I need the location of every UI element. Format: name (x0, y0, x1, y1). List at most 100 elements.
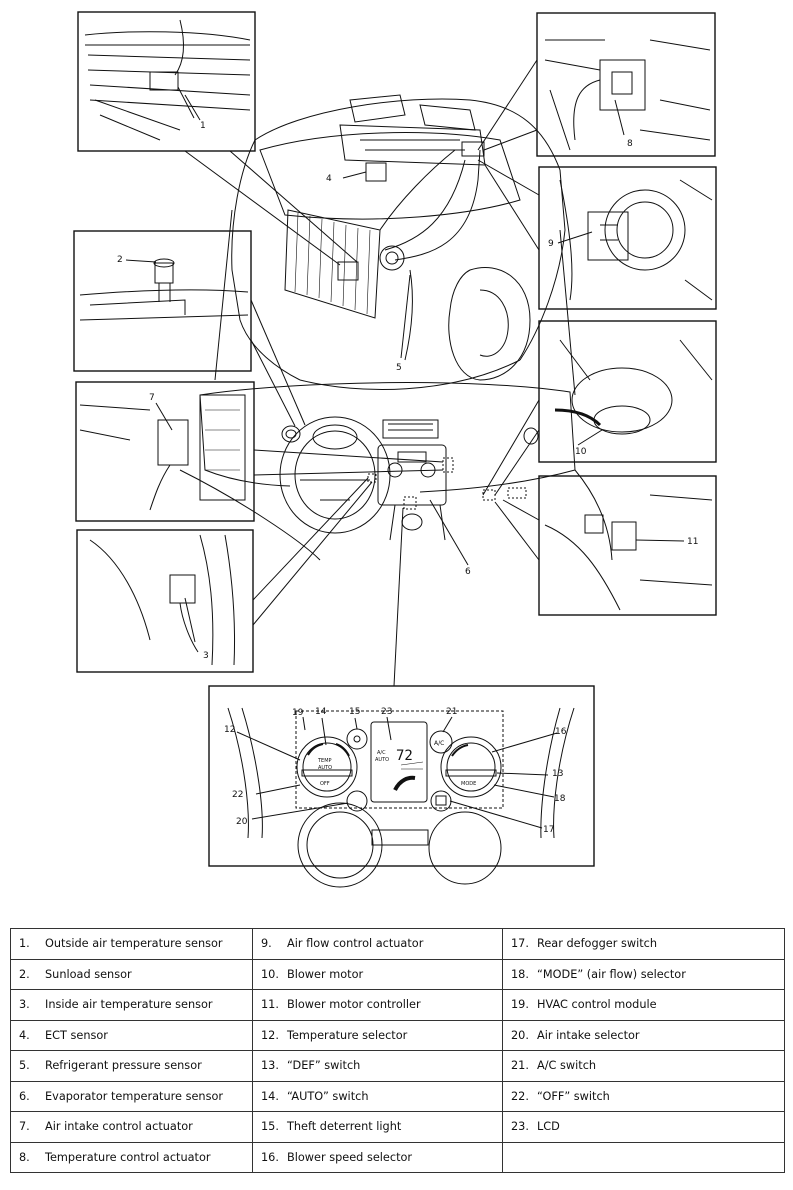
legend-label: Outside air temperature sensor (45, 937, 223, 951)
legend-label: Air intake control actuator (45, 1120, 193, 1134)
hvac-component-location-diagram: 1 2 3 4 5 6 7 8 9 10 11 12 13 14 15 16 1… (73, 11, 717, 888)
legend-label: A/C switch (537, 1059, 597, 1073)
legend-label: Rear defogger switch (537, 937, 658, 951)
callout-4: 4 (326, 174, 332, 184)
callout-17: 17 (543, 825, 554, 835)
legend-number: 6. (19, 1089, 30, 1103)
legend-number: 23. (511, 1120, 529, 1134)
legend-label: Sunload sensor (45, 967, 132, 981)
lcd-auto-label: AUTO (375, 757, 389, 763)
legend-number: 12. (261, 1028, 279, 1042)
callout-10: 10 (575, 447, 587, 457)
legend-cell: 6.Evaporator temperature sensor (10, 1080, 253, 1112)
legend-label: Air flow control actuator (287, 937, 424, 951)
legend-label: “MODE” (air flow) selector (537, 967, 686, 981)
legend-cell: 1. Outside air temperature sensor (10, 928, 253, 960)
legend-number: 9. (261, 937, 272, 951)
legend-number: 14. (261, 1089, 279, 1103)
inset-air-intake-control-actuator (75, 381, 255, 522)
hvac-control-panel-inset (208, 685, 595, 888)
legend-cell: 5.Refrigerant pressure sensor (10, 1050, 253, 1082)
callout-11: 11 (687, 537, 698, 547)
vehicle-outline (179, 98, 613, 561)
inset-air-flow-control-actuator (538, 166, 717, 310)
legend-label: LCD (537, 1120, 560, 1134)
inset-blower-motor (538, 320, 717, 463)
legend-number: 17. (511, 937, 529, 951)
legend-table: 1. Outside air temperature sensor 9. Air fl… (10, 928, 785, 1173)
callout-8: 8 (627, 139, 633, 149)
legend-cell: 3.Inside air temperature sensor (10, 989, 253, 1021)
legend-number: 11. (261, 998, 279, 1012)
legend-label: Temperature selector (287, 1028, 408, 1042)
legend-cell: 17. Rear defogger switch (502, 928, 785, 960)
callout-22: 22 (232, 790, 243, 800)
callout-19: 19 (292, 708, 304, 718)
legend-label: Theft deterrent light (287, 1120, 402, 1134)
temp-label: TEMP (317, 758, 332, 764)
legend-cell: 16.Blower speed selector (252, 1141, 503, 1173)
callout-12: 12 (224, 725, 235, 735)
lcd-temperature: 72 (396, 748, 413, 764)
mode-label: MODE (461, 781, 476, 787)
legend-cell: 8.Temperature control actuator (10, 1141, 253, 1173)
legend-number: 5. (19, 1059, 30, 1073)
legend-cell: 2.Sunload sensor (10, 958, 253, 990)
legend-number: 3. (19, 998, 30, 1012)
inset-inside-air-temperature-sensor (76, 529, 254, 673)
legend-row: 6.Evaporator temperature sensor 14. “AUTO”… (10, 1080, 785, 1112)
legend-number: 7. (19, 1120, 30, 1134)
legend-row: 7. Air intake control actuator 15. Theft de… (10, 1111, 785, 1143)
legend-number: 15. (261, 1120, 279, 1134)
legend-number: 1. (19, 937, 30, 951)
legend-number: 4. (19, 1028, 30, 1042)
legend-number: 22. (511, 1089, 529, 1103)
callout-15: 15 (349, 707, 360, 717)
callout-23: 23 (381, 707, 392, 717)
callout-13: 13 (552, 769, 563, 779)
callout-labels: 1 2 3 4 5 6 7 8 9 10 11 12 13 14 15 16 1… (117, 121, 698, 835)
legend-cell: 13.“DEF” switch (252, 1050, 503, 1082)
inset-outside-air-temperature-sensor (77, 11, 256, 152)
legend-cell: 15. Theft deterrent light (252, 1111, 503, 1143)
callout-1: 1 (200, 121, 206, 131)
legend-cell (502, 1141, 785, 1173)
legend-label: HVAC control module (537, 998, 657, 1012)
legend-number: 10. (261, 967, 279, 981)
legend-label: Blower motor (287, 967, 364, 981)
lcd-ac-label: A/C (377, 750, 386, 756)
off-label: OFF (320, 781, 330, 787)
callout-7: 7 (149, 393, 155, 403)
inset-temperature-control-actuator (536, 12, 716, 157)
legend-cell: 21. A/C switch (502, 1050, 785, 1082)
legend-number: 19. (511, 998, 529, 1012)
legend-cell: 4. ECT sensor (10, 1019, 253, 1051)
legend-label: Air intake selector (537, 1028, 640, 1042)
legend-label: “AUTO” switch (287, 1089, 369, 1103)
legend-body: 1. Outside air temperature sensor 9. Air fl… (10, 928, 785, 1173)
legend-cell: 19. HVAC control module (502, 989, 785, 1021)
legend-cell: 23. LCD (502, 1111, 785, 1143)
legend-cell: 7. Air intake control actuator (10, 1111, 253, 1143)
legend-label: Temperature control actuator (45, 1150, 211, 1164)
legend-cell: 11.Blower motor controller (252, 989, 503, 1021)
callout-18: 18 (554, 794, 566, 804)
legend-label: “OFF” switch (537, 1089, 610, 1103)
callout-3: 3 (203, 651, 209, 661)
legend-cell: 10. Blower motor (252, 958, 503, 990)
callout-14: 14 (315, 707, 327, 717)
callout-9: 9 (548, 239, 554, 249)
legend-cell: 9. Air flow control actuator (252, 928, 503, 960)
legend-row: 1. Outside air temperature sensor 9. Air fl… (10, 928, 785, 960)
legend-label: “DEF” switch (287, 1059, 361, 1073)
legend-label: ECT sensor (45, 1028, 108, 1042)
leader-lines (184, 59, 540, 687)
legend-number: 21. (511, 1059, 529, 1073)
callout-16: 16 (555, 727, 567, 737)
legend-cell: 22. “OFF” switch (502, 1080, 785, 1112)
